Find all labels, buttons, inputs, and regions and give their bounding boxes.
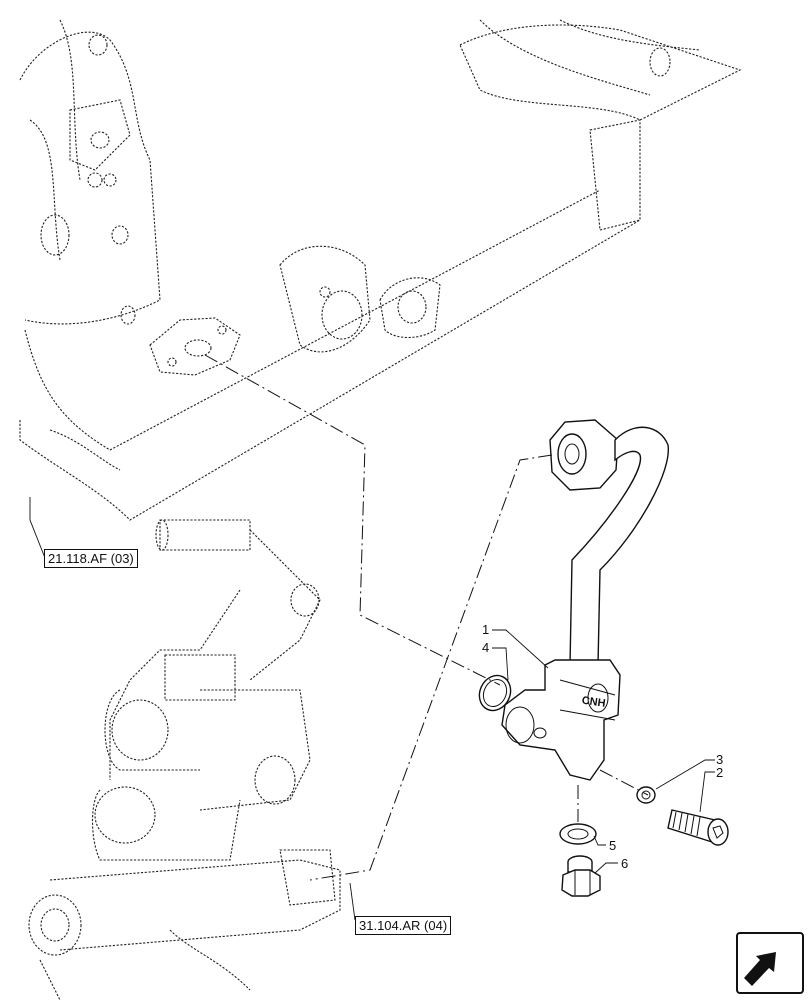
callout-6: 6 — [621, 856, 628, 871]
callout-3: 3 — [716, 752, 723, 767]
bolt — [667, 809, 729, 846]
plug — [561, 855, 601, 897]
control-valve-context — [28, 519, 341, 1000]
pipe-fitting-body — [501, 659, 621, 781]
seal-ring — [559, 823, 597, 845]
next-page-button[interactable] — [736, 932, 804, 994]
brand-mark: CNH — [581, 695, 606, 710]
callout-1: 1 — [482, 622, 489, 637]
assembly-center-lines — [204, 354, 649, 881]
leader-lines — [29, 497, 715, 921]
next-page-arrow-icon — [744, 952, 776, 986]
callout-2: 2 — [716, 765, 723, 780]
callout-4: 4 — [482, 640, 489, 655]
upper-housing-context — [19, 19, 742, 521]
pipe-assembly: CNH — [501, 419, 669, 781]
reference-link-21-118-af[interactable]: 21.118.AF (03) — [44, 549, 138, 568]
callout-5: 5 — [609, 838, 616, 853]
washer — [636, 786, 656, 804]
reference-link-31-104-ar[interactable]: 31.104.AR (04) — [355, 916, 452, 935]
